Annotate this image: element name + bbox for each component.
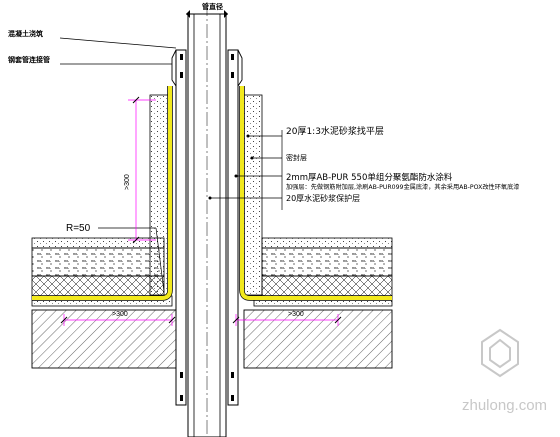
left-upstand bbox=[149, 94, 169, 296]
note-protection: 20厚水泥砂浆保护层 bbox=[286, 193, 360, 203]
left-membrane bbox=[32, 86, 172, 300]
text-labels: 管直径 混凝土浇筑 钢套管连接管 20厚1:3水泥砂浆找平层 密封层 2mm厚A… bbox=[8, 2, 519, 318]
right-sleeve-wall bbox=[227, 49, 239, 406]
left-screed-layer bbox=[31, 237, 165, 249]
right-insulation-layer bbox=[261, 275, 393, 297]
steel-sleeve bbox=[171, 49, 243, 406]
right-slab bbox=[243, 237, 393, 369]
left-concrete-layer bbox=[31, 247, 165, 277]
radius-label: R=50 bbox=[66, 223, 91, 234]
waterproof-membrane bbox=[32, 86, 392, 301]
right-structural-slab bbox=[243, 309, 393, 369]
note-primer: 加强层：先做钢筋附加层,涂刷AB-PUR099金属底漆，其余采用AB-POX改性… bbox=[286, 183, 519, 191]
right-upstand bbox=[243, 94, 263, 296]
watermark-logo bbox=[481, 328, 519, 378]
note-screed: 20厚1:3水泥砂浆找平层 bbox=[286, 125, 384, 137]
left-sleeve-wall bbox=[175, 49, 187, 406]
leaders bbox=[59, 37, 283, 293]
note-seal: 密封层 bbox=[286, 153, 307, 162]
upstand bbox=[149, 94, 263, 296]
dim-vertical-label: >300 bbox=[124, 174, 131, 190]
pipe bbox=[186, 2, 228, 437]
dim-left-bottom-label: >300 bbox=[112, 311, 128, 318]
left-top-label: 混凝土浇筑 bbox=[8, 29, 43, 38]
dimensions bbox=[60, 96, 342, 326]
pipe-top-label: 管直径 bbox=[202, 2, 223, 11]
left-insulation-layer bbox=[31, 275, 165, 297]
right-screed-layer bbox=[261, 237, 393, 249]
watermark: zhulong.com bbox=[462, 328, 547, 414]
left-structural-slab bbox=[31, 309, 183, 369]
watermark-text: zhulong.com bbox=[462, 397, 547, 414]
left-mid-label: 钢套管连接管 bbox=[8, 55, 50, 64]
note-membrane: 2mm厚AB-PUR 550单组分聚氨酯防水涂料 bbox=[286, 172, 453, 183]
right-concrete-layer bbox=[261, 247, 393, 277]
right-membrane bbox=[240, 86, 392, 300]
dim-right-bottom-label: >300 bbox=[288, 311, 304, 318]
